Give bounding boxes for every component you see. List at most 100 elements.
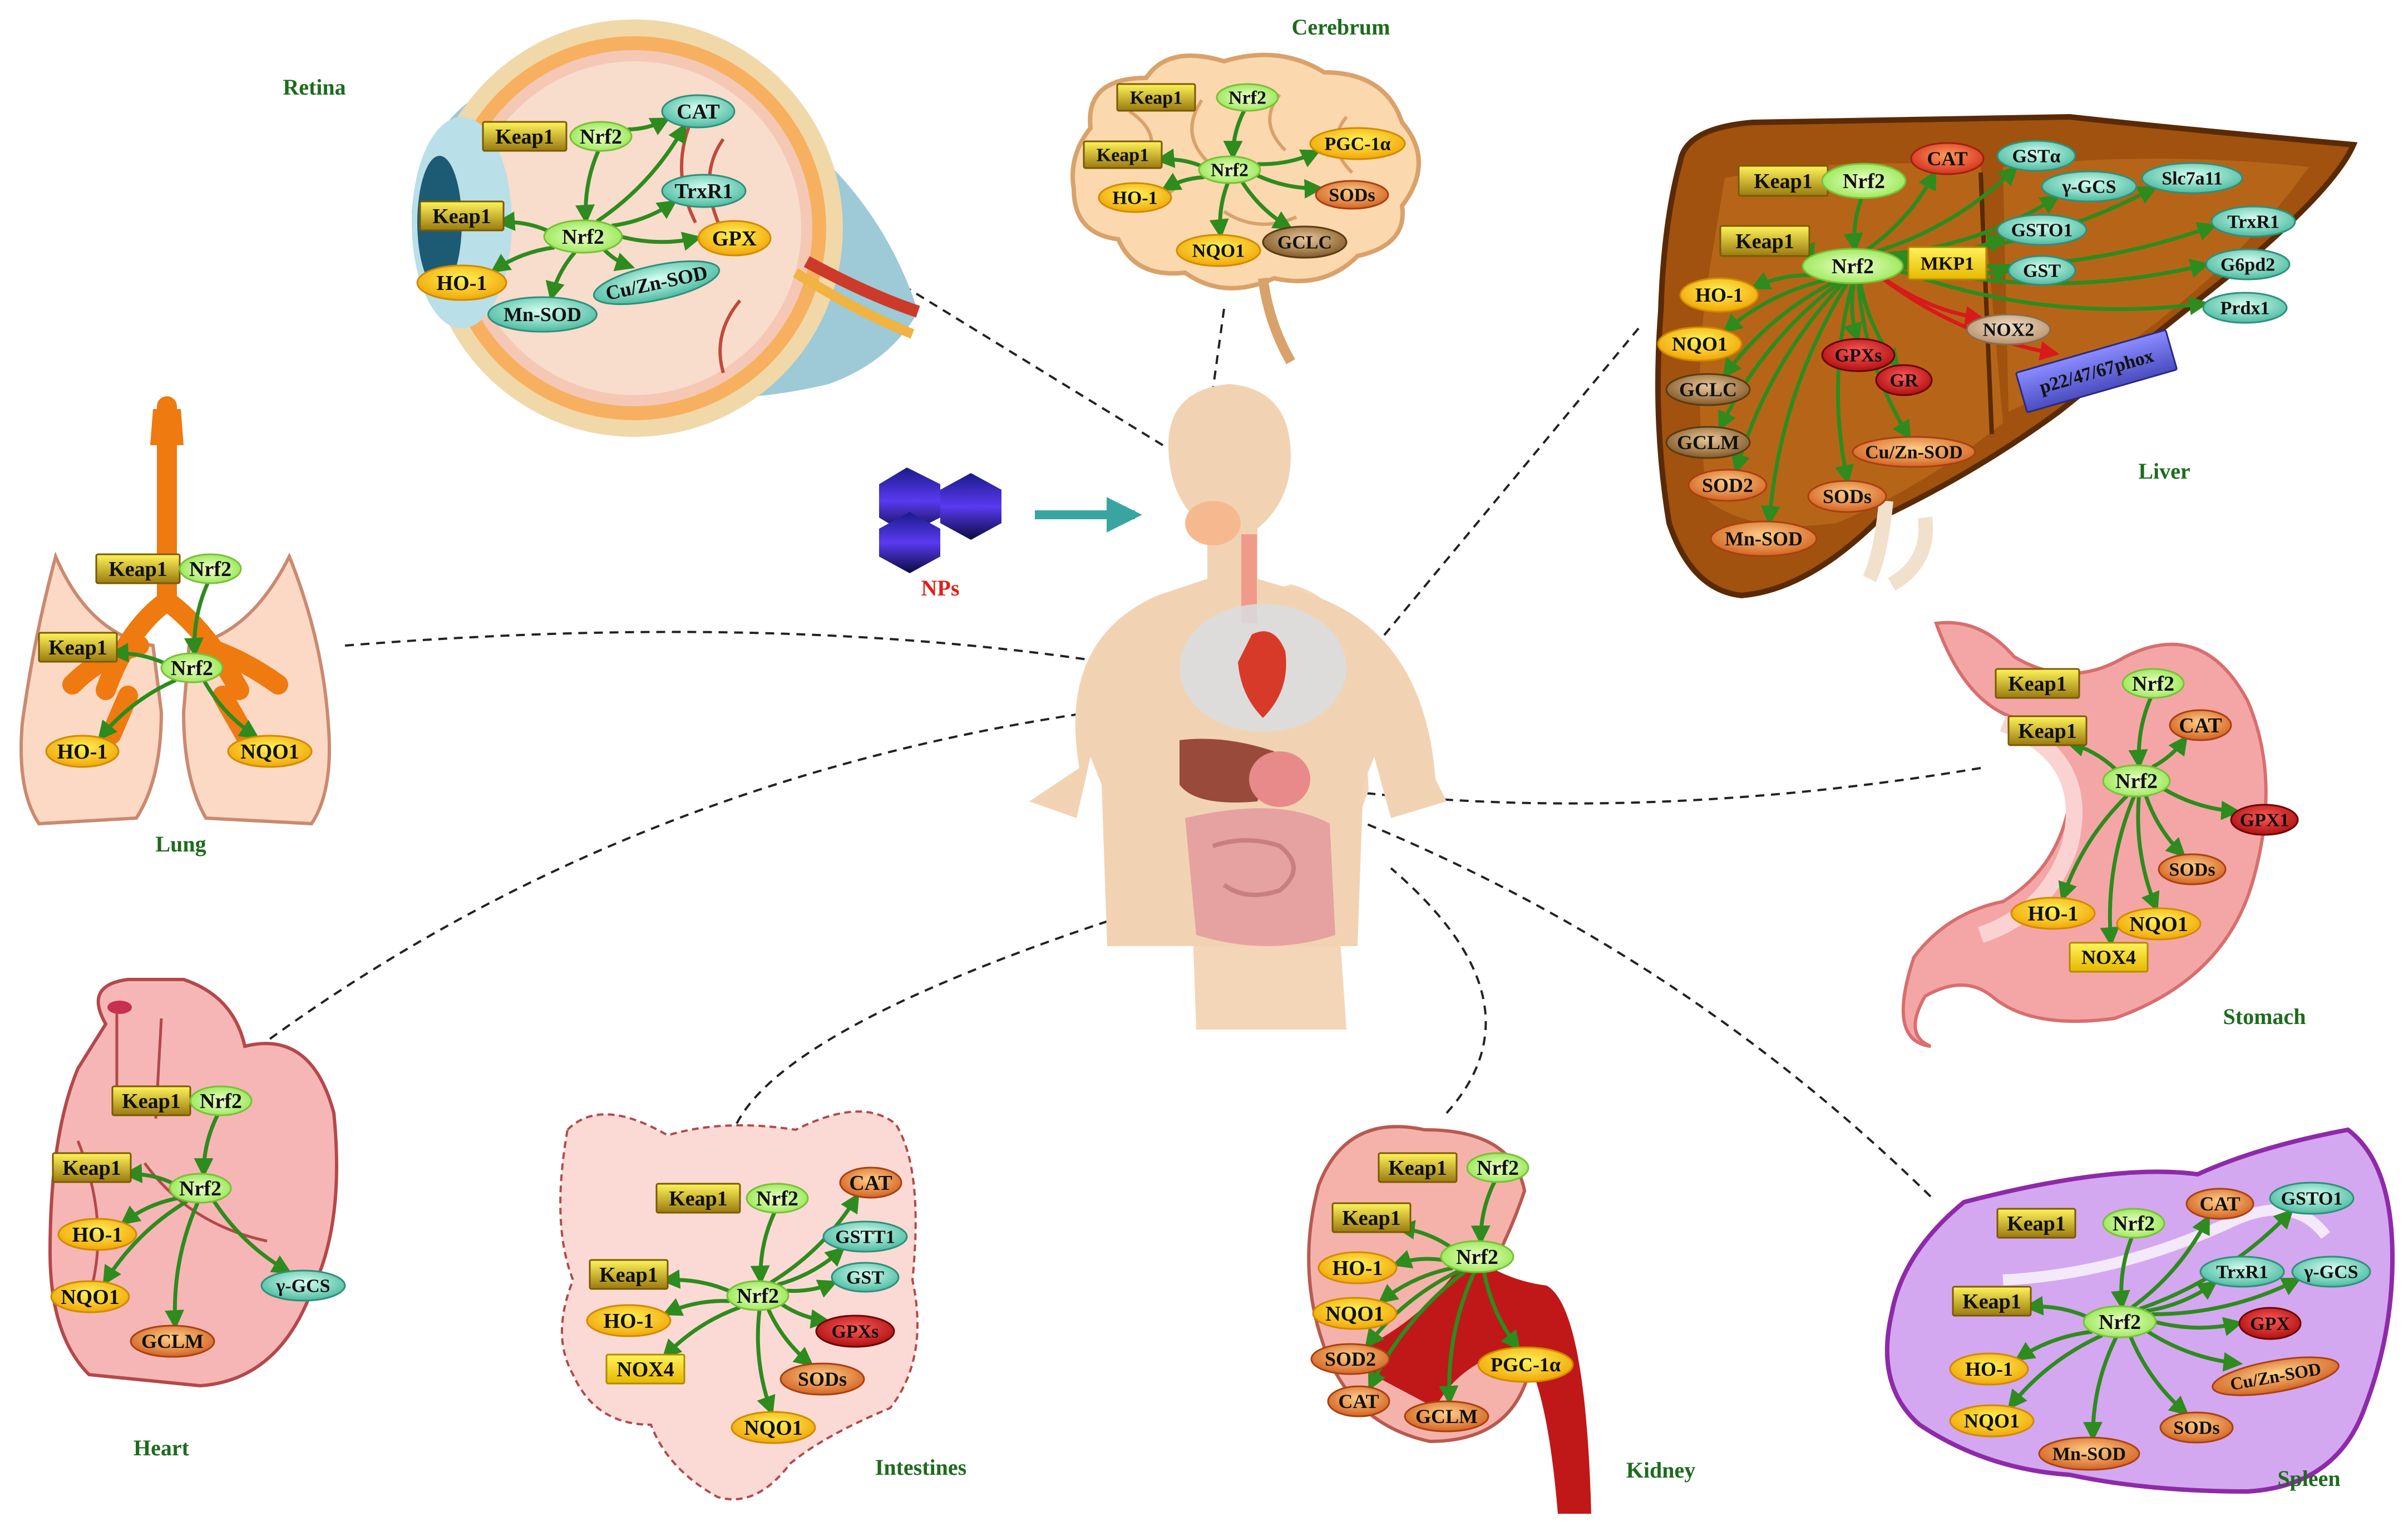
stomach-activation-arrow [2151,735,2188,769]
retina-node-mn-sod: Mn-SOD [487,296,598,333]
liver-activation-arrow [1843,283,1862,343]
liver-node-label: Prdx1 [2221,298,2270,319]
cerebrum-node-label: HO-1 [1112,188,1157,209]
liver-node-gst: GST [2007,255,2076,286]
connector-lung [344,631,1202,680]
retina-node-nrf2: Nrf2 [569,121,633,152]
intestines-node-label: HO-1 [604,1310,654,1333]
liver-node-slc7a11: Slc7a11 [2141,162,2243,194]
cerebrum-node-shape [1116,83,1196,112]
lung-node-shape [179,553,242,584]
heart-node-label: Nrf2 [200,1090,242,1113]
intestines-node-shape [726,1280,789,1311]
stomach-node-shape [2007,715,2088,746]
retina-node-shape [543,219,623,254]
liver-activation-arrow [1750,272,1810,290]
liver-node-sods: SODs [1807,480,1887,513]
spleen-node-shape [2199,1256,2285,1288]
liver-node-label: SODs [1823,485,1872,508]
retina-activation-arrow [603,248,635,272]
intestines-node-nqo1: NQO1 [731,1411,816,1444]
intestines-node-nox4: NOX4 [605,1353,685,1385]
intestines-node-keap1: Keap1 [589,1259,669,1290]
kidney-node-ho-1: HO-1 [1318,1251,1398,1284]
heart-activation-arrow [212,1200,292,1274]
heart-activation-arrow [165,1202,200,1330]
intestines-node-label: NOX4 [616,1358,674,1381]
connector-spleen [1324,806,1932,1198]
stomach-node-shape [2121,668,2185,699]
heart-activation-arrow [102,1199,189,1286]
retina-node-label: HO-1 [437,272,487,295]
liver-inhibition-arrow [1883,278,2060,361]
heart-node-shape [50,1280,130,1313]
liver-node-trxr1: TrxR1 [2210,205,2296,238]
retina-node-label: TrxR1 [675,180,733,203]
liver-node-shape [1996,214,2088,246]
intestine-mini [1185,808,1335,946]
spleen-node-shape [1949,1352,2029,1386]
retina-node-shape [661,174,747,208]
spleen-node-ho-1: HO-1 [1949,1352,2029,1386]
liver-node-nox2: NOX2 [1966,313,2051,346]
spleen-activation-arrow [2145,1281,2218,1313]
retina-node-shape [419,200,505,232]
kidney-node-cat: CAT [1327,1385,1390,1417]
liver-activation-arrow [1877,165,2019,253]
liver-node-shape [1821,338,1896,372]
intestines-node-label: GSTT1 [835,1227,895,1248]
liver-node-gr: GR [1875,364,1933,396]
intestines-node-label: Keap1 [669,1187,728,1210]
liver-node-gpxs: GPXs [1821,338,1896,372]
retina-activation-arrow [621,232,702,251]
lung-node-shape [227,735,313,768]
spleen-node-shape [1996,1208,2076,1239]
spleen-node-keap1: Keap1 [1952,1286,2032,1317]
heart-node-label: Keap1 [122,1090,181,1113]
stomach-node-label: Keap1 [2008,672,2067,696]
retina-activation-arrow [490,245,555,273]
heart-node-shape [260,1269,346,1302]
liver-node-shape [1875,364,1933,396]
heart-node-shape [52,1152,132,1183]
cerebrum-node-shape [1309,127,1406,160]
retina-node-label: GPX [712,227,757,250]
lung-node-label: Keap1 [48,636,107,659]
spleen-node-nrf2: Nrf2 [2102,1208,2165,1239]
liver-node-gcs: γ-GCS [2041,170,2138,203]
liver-node-label: NQO1 [1672,333,1728,355]
kidney-node-shape [1378,1152,1458,1183]
cerebrum-node-label: PGC-1α [1324,134,1390,155]
liver-node-shape [1852,436,1976,468]
spleen-node-shape [2185,1188,2254,1220]
retina-node-trxr1: TrxR1 [661,174,747,208]
cerebrum-node-shape [1176,234,1261,267]
stomach-node-label: HO-1 [2028,902,2079,926]
intestines-node-nrf2: Nrf2 [746,1183,809,1214]
intestines-node-sods: SODs [779,1362,865,1396]
heart-node-label: HO-1 [72,1223,123,1247]
cerebrum-node-gclc: GCLC [1262,225,1348,259]
liver-activation-arrow [1718,281,1840,431]
retina-node-shape [661,94,736,129]
intestines-node-shape [831,1262,900,1293]
kidney-node-shape [1327,1385,1390,1417]
stomach-node-shape [2010,897,2096,930]
kidney-node-shape [1404,1400,1489,1433]
liver-node-shape [1996,140,2076,172]
liver-node-label: GR [1890,371,1918,391]
kidney-activation-arrow [1439,1271,1476,1406]
lung-activation-arrow [203,680,260,739]
retina-node-shape [487,296,598,333]
spleen-node-shape [2159,1411,2234,1444]
stomach-activation-arrow [2058,794,2129,902]
stomach-node-label: CAT [2179,714,2222,737]
retina-node-label: CAT [677,100,719,124]
heart-mini [1238,631,1286,718]
liver-node-label: Nrf2 [1832,255,1874,278]
title-kidney: Kidney [1626,1458,1695,1483]
liver-node-shape [1807,480,1887,513]
stomach-node-cat: CAT [2169,709,2232,741]
kidney-node-label: HO-1 [1333,1257,1383,1280]
